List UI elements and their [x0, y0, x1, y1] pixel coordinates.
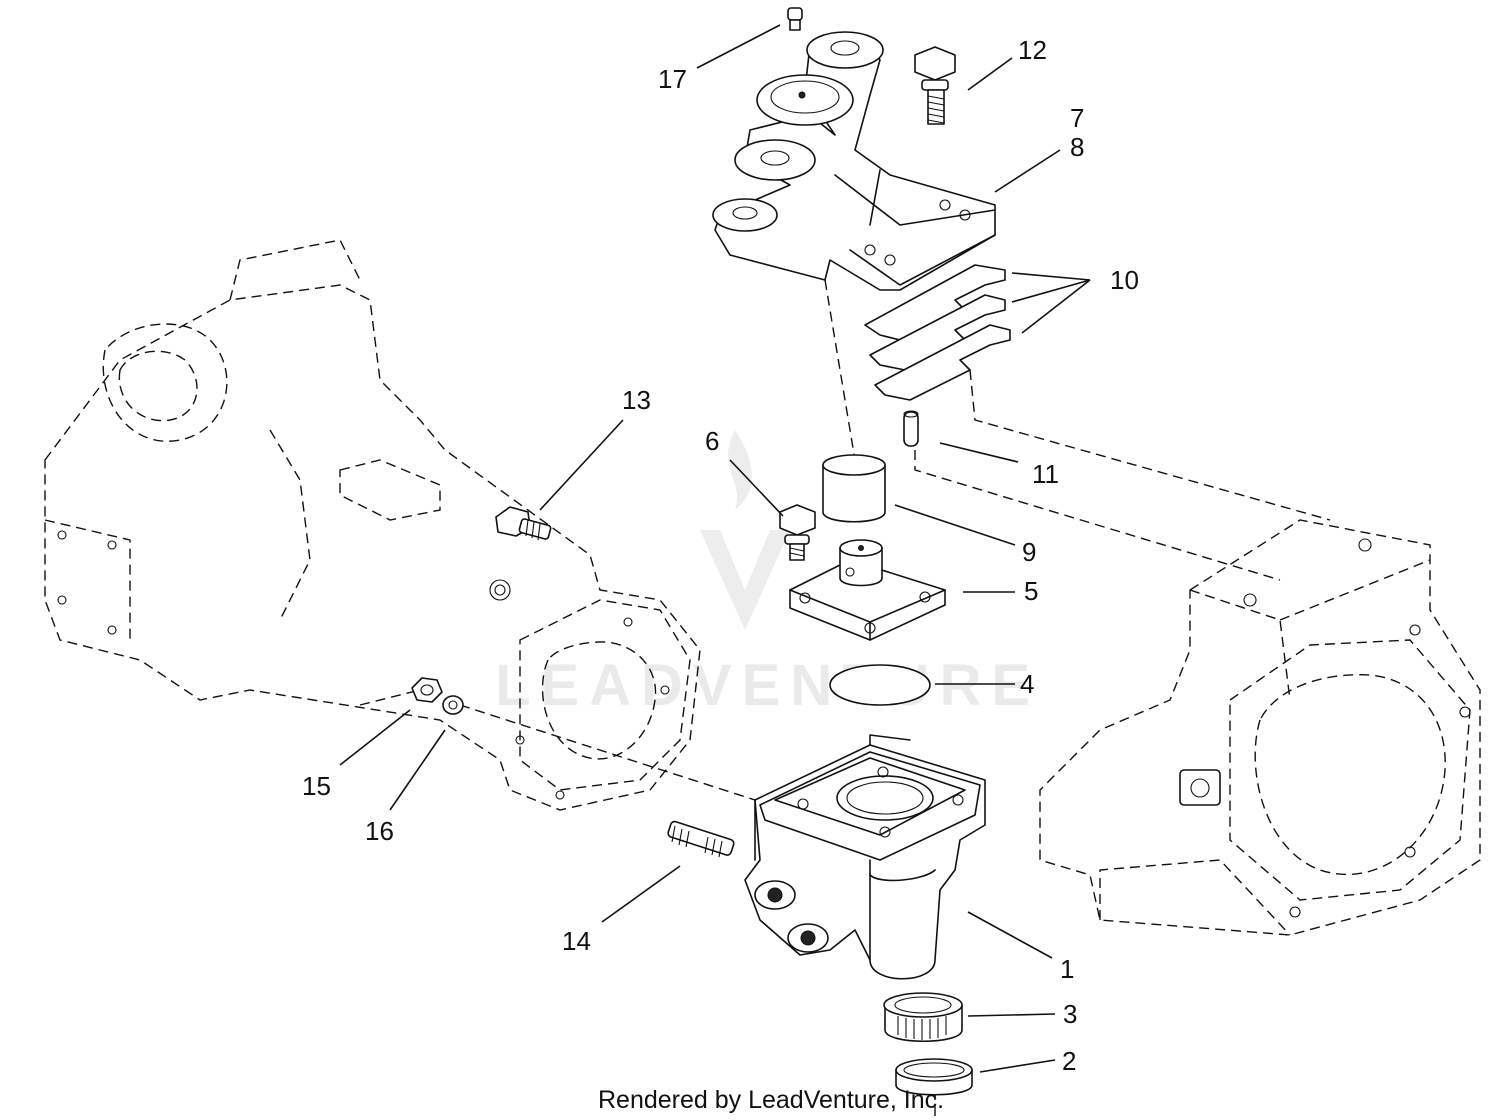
bolt-part-12 [914, 46, 956, 125]
pin-part-11 [903, 410, 919, 447]
spindle-housing-part-1 [744, 734, 986, 980]
callout-13: 13 [622, 385, 651, 415]
o-ring-part-4 [829, 664, 931, 706]
callout-12: 12 [1018, 35, 1047, 65]
callout-11: 11 [1032, 459, 1059, 489]
leader-15 [339, 709, 411, 766]
callout-8: 8 [1070, 132, 1084, 162]
grease-fitting-part-17 [787, 7, 803, 31]
callout-3: 3 [1063, 999, 1077, 1029]
axle-housing-left [44, 239, 701, 811]
steering-arm-part-8 [712, 31, 996, 291]
watermark-text: LEADVENTURE [495, 653, 1040, 718]
nut-part-15 [411, 677, 443, 703]
leader-8 [994, 149, 1061, 193]
leader-10a [1011, 272, 1091, 281]
leader-12 [967, 57, 1013, 91]
leader-3 [967, 1013, 1056, 1017]
stud-part-14 [667, 820, 735, 858]
leader-1 [967, 911, 1053, 959]
shims-part-10 [864, 264, 1011, 401]
callout-7: 7 [1070, 103, 1084, 133]
callout-4: 4 [1020, 669, 1034, 699]
flange-cover-part-5 [789, 539, 946, 641]
seal-ring-part-2 [895, 1058, 973, 1096]
watermark-logo: LEADVENTURE [495, 430, 1040, 718]
leader-17 [696, 24, 781, 69]
bolt-part-6 [779, 504, 816, 561]
callout-10: 10 [1110, 265, 1139, 295]
wheel-hub-housing-right [1039, 519, 1481, 936]
callout-16: 16 [365, 816, 394, 846]
leader-2 [979, 1059, 1056, 1073]
callout-9: 9 [1022, 537, 1036, 567]
callout-labels: 1 2 3 4 5 6 7 8 9 10 11 12 13 14 15 16 1… [302, 35, 1139, 1076]
rendered-by-credit: Rendered by LeadVenture, Inc. [598, 1086, 944, 1114]
callout-17: 17 [658, 64, 687, 94]
leader-10b [1011, 279, 1091, 303]
callout-6: 6 [705, 426, 719, 456]
leader-13 [539, 419, 624, 511]
callout-1: 1 [1060, 954, 1074, 984]
callout-5: 5 [1024, 576, 1038, 606]
callout-2: 2 [1062, 1046, 1076, 1076]
leader-6 [729, 459, 784, 517]
assembly-guide-lines [359, 279, 1331, 1120]
leader-11 [939, 442, 1019, 463]
leader-lines [339, 24, 1091, 1073]
bolt-part-13 [495, 506, 552, 541]
callout-15: 15 [302, 771, 331, 801]
leader-14 [601, 865, 681, 923]
leader-9 [894, 504, 1016, 546]
callout-14: 14 [562, 926, 591, 956]
leader-10c [1021, 279, 1091, 334]
needle-bearing-part-3 [883, 992, 963, 1042]
washer-part-16 [442, 695, 464, 715]
leader-16 [389, 729, 446, 811]
bushing-part-9 [822, 454, 886, 523]
